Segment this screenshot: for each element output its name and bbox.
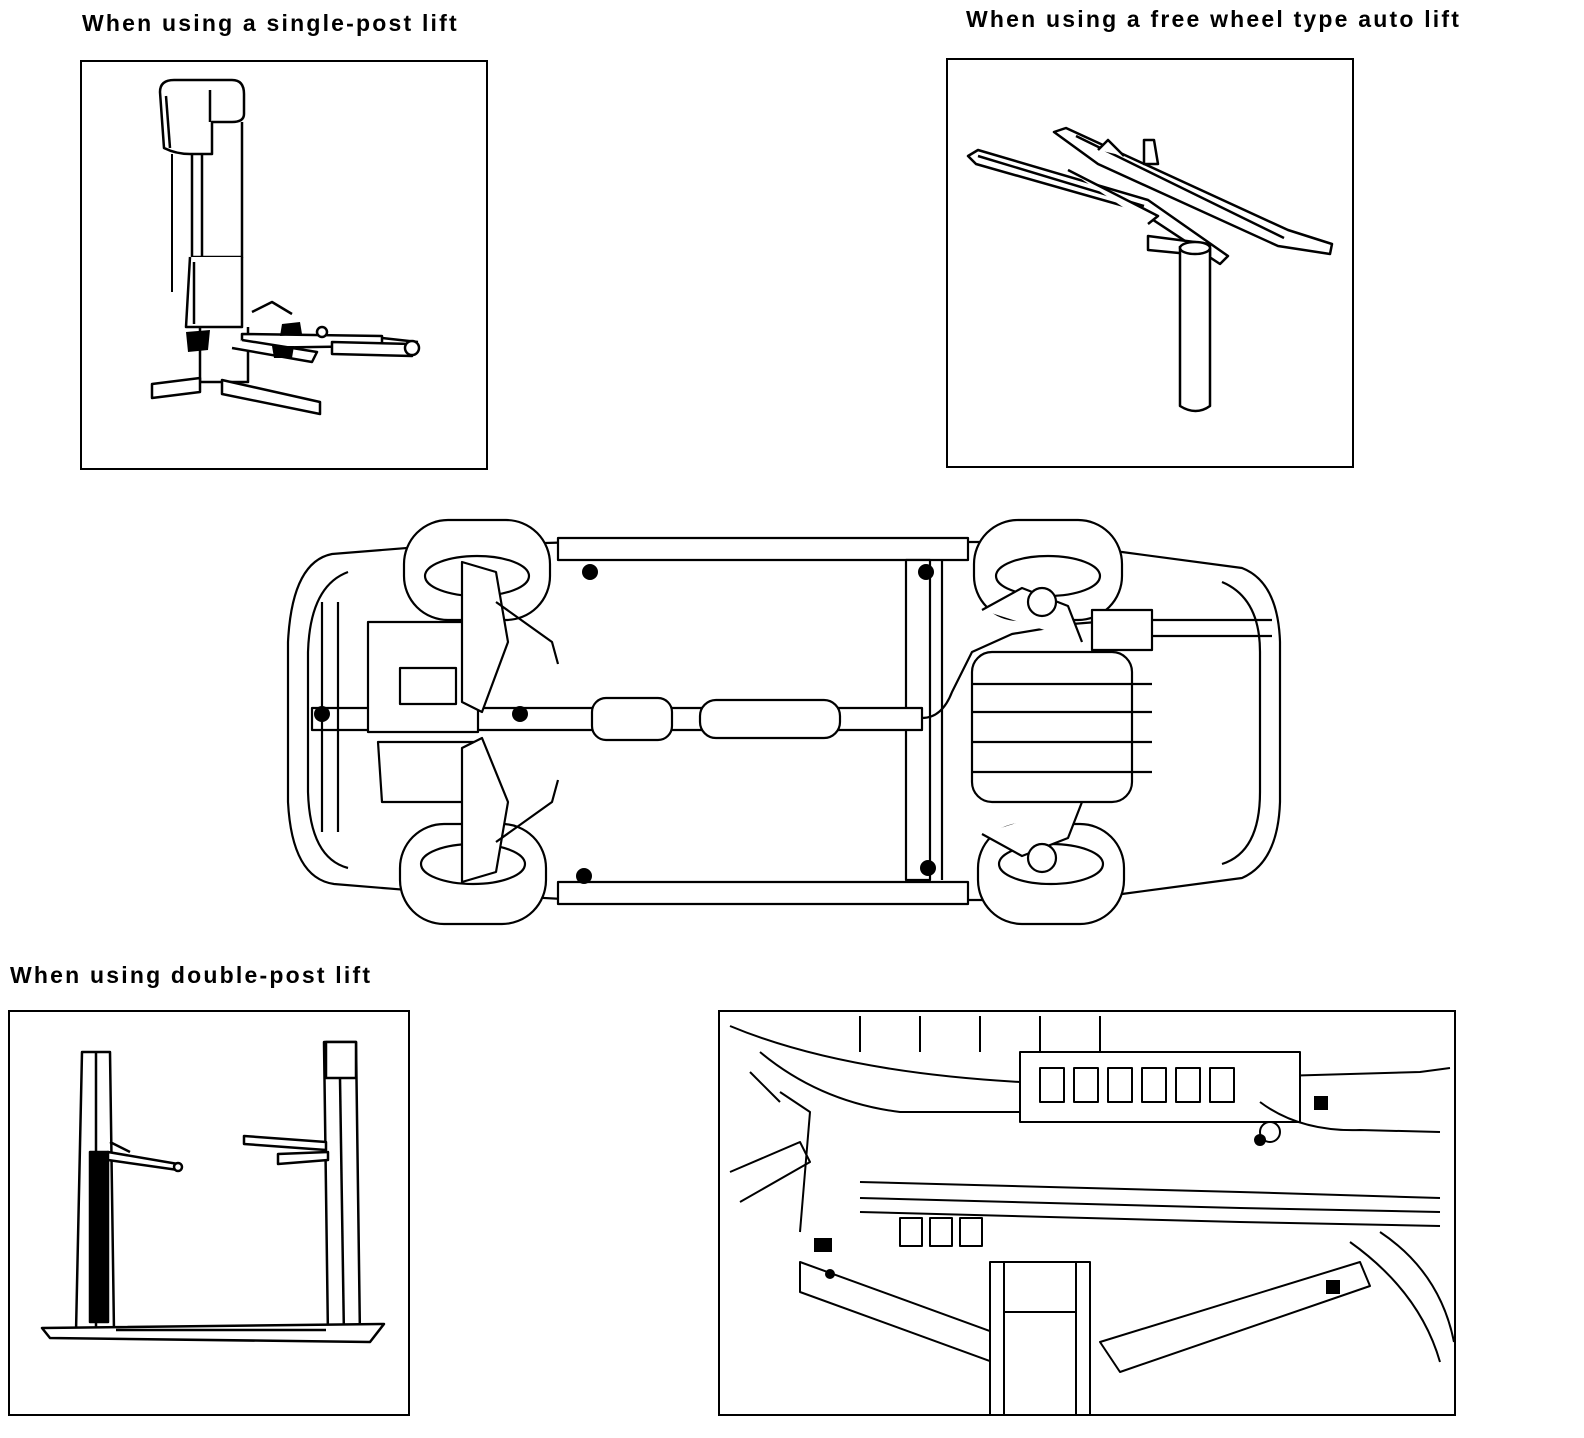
underbody-closeup-illustration — [720, 1012, 1456, 1414]
caption-free-wheel-lift: When using a free wheel type auto lift — [966, 6, 1462, 32]
caption-single-post-lift: When using a single-post lift — [82, 10, 459, 36]
double-post-lift-illustration — [10, 1012, 410, 1416]
single-post-lift-illustration — [82, 62, 488, 470]
contact-point-markers — [814, 1096, 1340, 1294]
free-wheel-lift-panel — [946, 58, 1354, 468]
lift-point-markers — [314, 564, 936, 884]
caption-double-post-lift: When using double-post lift — [10, 962, 373, 988]
vehicle-underside-illustration — [282, 502, 1294, 942]
free-wheel-lift-illustration — [948, 60, 1354, 468]
double-post-lift-panel — [8, 1010, 410, 1416]
vehicle-underside-panel — [282, 502, 1294, 942]
underbody-closeup-panel — [718, 1010, 1456, 1416]
single-post-lift-panel — [80, 60, 488, 470]
